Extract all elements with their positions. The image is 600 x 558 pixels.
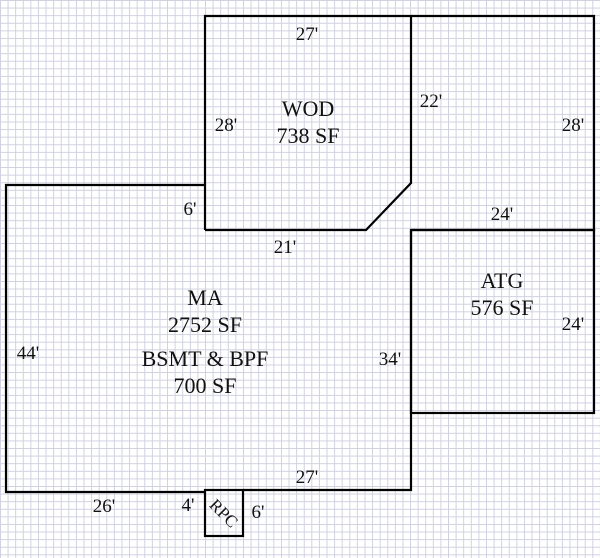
dim-ma-bottom-right: 27'	[296, 467, 318, 488]
dim-ma-bottom-left: 26'	[93, 496, 115, 517]
dim-ma-right: 34'	[379, 349, 401, 370]
wod-size: 738 SF	[277, 123, 340, 148]
dim-atg-right: 24'	[562, 314, 584, 335]
dim-atg-top: 24'	[491, 204, 513, 225]
atg-label: ATG	[481, 268, 524, 293]
rpc-outline	[203, 488, 245, 538]
dim-ma-left: 44'	[17, 343, 39, 364]
dim-wod-left: 28'	[215, 115, 237, 136]
ma-bottom-right	[243, 230, 413, 492]
dim-rpc-right: 6'	[252, 502, 265, 523]
ma-size: 2752 SF	[168, 312, 242, 337]
dim-wod-bottom: 21'	[274, 237, 296, 258]
dim-wod-top: 27'	[296, 24, 318, 45]
bsmt-label: BSMT & BPF	[142, 346, 269, 371]
atg-size: 576 SF	[471, 295, 534, 320]
wod-label: WOD	[282, 96, 335, 121]
wod-outline	[203, 14, 413, 232]
rpc-label: RPC	[206, 495, 242, 531]
bsmt-size: 700 SF	[174, 373, 237, 398]
dim-wod-right: 22'	[420, 91, 442, 112]
dim-rpc-left: 4'	[182, 495, 195, 516]
ma-label: MA	[187, 285, 223, 310]
ma-outline	[4, 183, 205, 494]
dim-step: 6'	[184, 199, 197, 220]
dim-right-section: 28'	[562, 115, 584, 136]
